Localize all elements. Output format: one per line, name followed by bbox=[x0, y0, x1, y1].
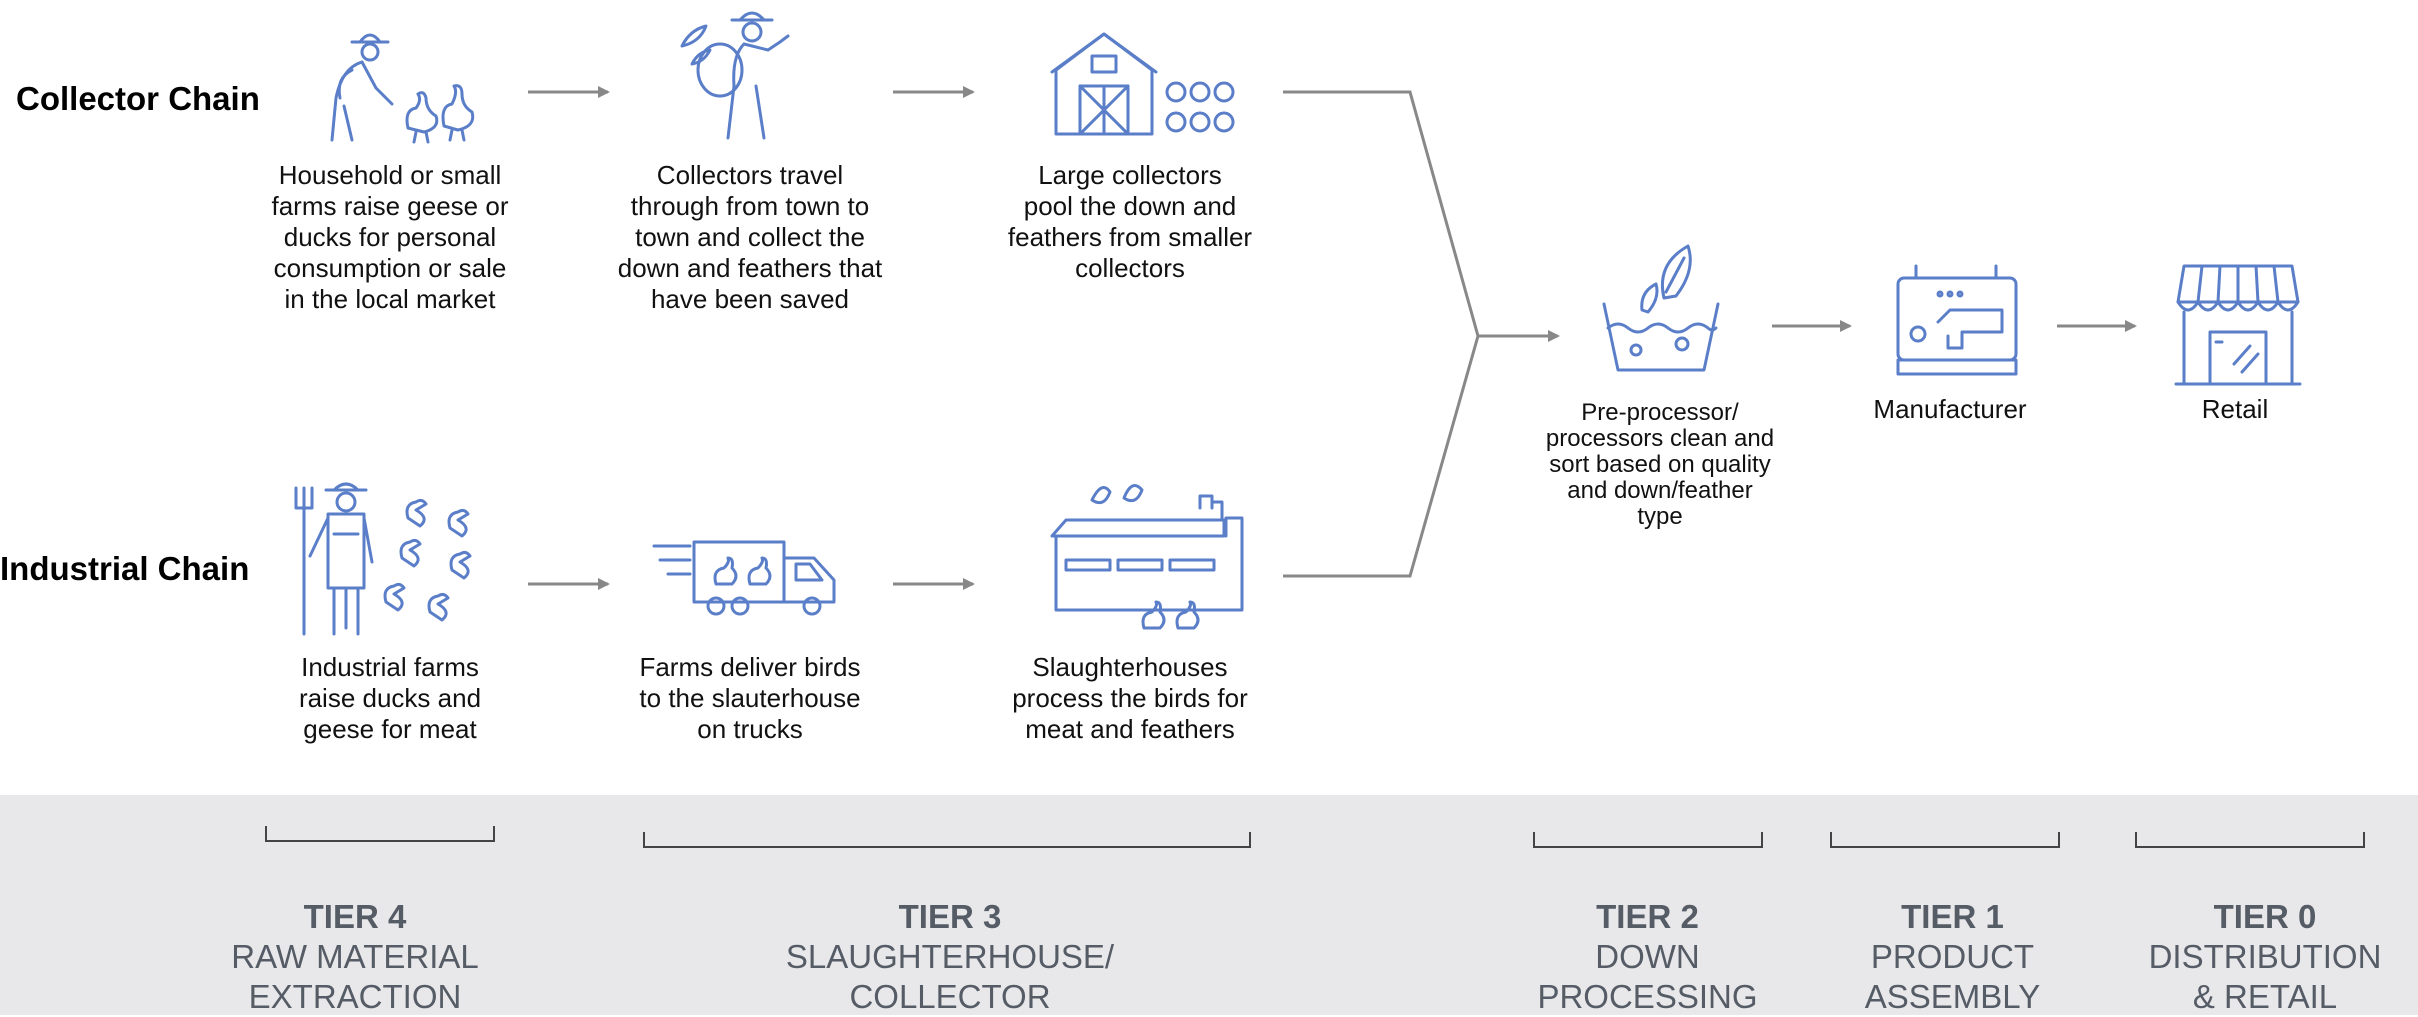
tier-1-label: TIER 1 PRODUCT ASSEMBLY bbox=[1830, 897, 2075, 1017]
tier-4-label: TIER 4 RAW MATERIAL EXTRACTION bbox=[195, 897, 515, 1017]
tier-4-name: RAW MATERIAL EXTRACTION bbox=[231, 938, 479, 1015]
collector-chain-label: Collector Chain bbox=[16, 80, 260, 117]
washing-basin-icon bbox=[1602, 244, 1720, 372]
collector-step-2-caption: Collectors travel through from town to t… bbox=[617, 160, 883, 314]
tier-4-bracket bbox=[265, 826, 495, 842]
tier-0-number: TIER 0 bbox=[2213, 898, 2317, 935]
tier-3-number: TIER 3 bbox=[898, 898, 1002, 935]
sewing-machine-icon bbox=[1896, 264, 2018, 376]
tier-2-bracket bbox=[1533, 832, 1763, 848]
collector-step-3-caption: Large collectors pool the down and feath… bbox=[1007, 160, 1253, 283]
industrial-step-2-caption: Farms deliver birds to the slauterhouse … bbox=[639, 652, 861, 744]
barn-with-sacks-icon bbox=[1050, 32, 1235, 136]
merge-connector bbox=[1283, 90, 1480, 578]
tier-3-bracket bbox=[643, 832, 1251, 848]
delivery-truck-icon bbox=[652, 540, 836, 616]
tier-0-name: DISTRIBUTION & RETAIL bbox=[2148, 938, 2382, 1015]
tier-1-name: PRODUCT ASSEMBLY bbox=[1864, 938, 2041, 1015]
industrial-chain-label: Industrial Chain bbox=[0, 550, 250, 587]
collector-step-1-caption: Household or small farms raise geese or … bbox=[271, 160, 509, 314]
flow-connectors bbox=[528, 86, 2137, 590]
manufacturer-caption: Manufacturer bbox=[1873, 394, 2027, 424]
retail-caption: Retail bbox=[2201, 394, 2269, 424]
storefront-icon bbox=[2174, 264, 2302, 386]
collector-with-sack-icon bbox=[680, 11, 790, 140]
tier-1-bracket bbox=[1830, 832, 2060, 848]
farmer-with-pitchfork-icon bbox=[294, 482, 472, 636]
tier-band bbox=[0, 795, 2418, 1015]
tier-2-label: TIER 2 DOWN PROCESSING bbox=[1520, 897, 1775, 1017]
industrial-step-3-caption: Slaughterhouses process the birds for me… bbox=[1012, 652, 1248, 744]
tier-0-bracket bbox=[2135, 832, 2365, 848]
tier-0-label: TIER 0 DISTRIBUTION & RETAIL bbox=[2115, 897, 2415, 1017]
industrial-step-1-caption: Industrial farms raise ducks and geese f… bbox=[298, 652, 482, 744]
tier-2-name: DOWN PROCESSING bbox=[1537, 938, 1758, 1015]
tier-3-name: SLAUGHTERHOUSE/ COLLECTOR bbox=[785, 938, 1115, 1015]
farmer-with-geese-icon bbox=[330, 33, 475, 144]
processor-caption: Pre-processor/ processors clean and sort… bbox=[1545, 399, 1775, 530]
tier-2-number: TIER 2 bbox=[1596, 898, 1699, 935]
tier-1-number: TIER 1 bbox=[1901, 898, 2004, 935]
tier-4-number: TIER 4 bbox=[303, 898, 407, 935]
tier-3-label: TIER 3 SLAUGHTERHOUSE/ COLLECTOR bbox=[735, 897, 1165, 1017]
slaughterhouse-icon bbox=[1050, 484, 1244, 630]
